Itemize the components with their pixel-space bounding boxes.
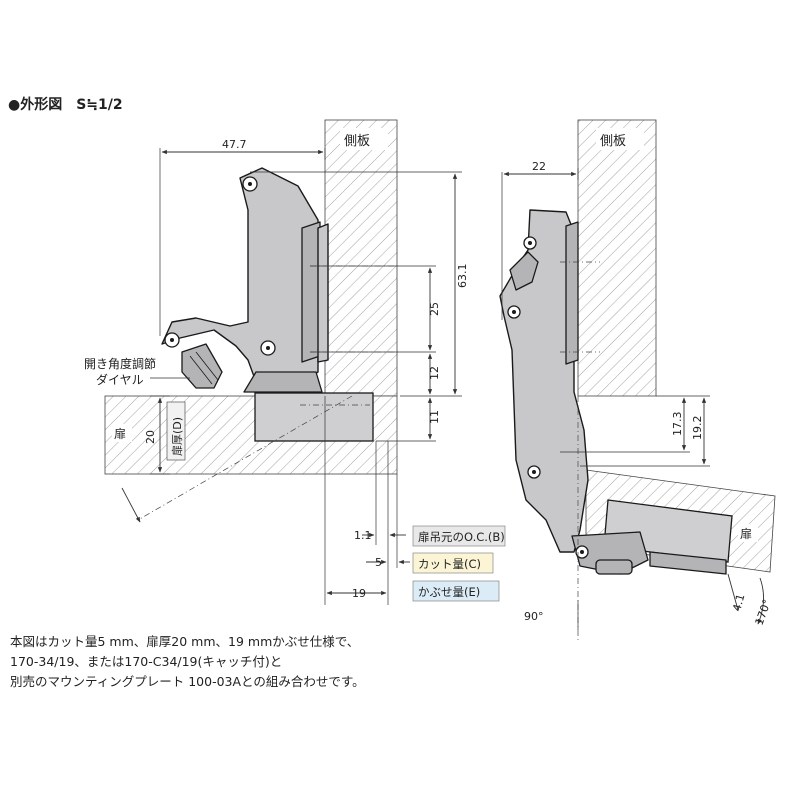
swing-arrow <box>121 487 141 523</box>
legend-item-cut: カット量(C) <box>412 552 494 574</box>
drawing-heading: ●外形図 S≒1/2 <box>8 96 123 113</box>
legend-cut-box <box>412 552 494 574</box>
dim-1-1: 1.1 <box>354 529 372 542</box>
dim-17-3: 17.3 <box>671 412 684 437</box>
dim-47-7: 47.7 <box>222 138 247 151</box>
note-line-2: 170-34/19、または170-C34/19(キャッチ付)と <box>10 654 283 669</box>
hinge-link-right <box>509 251 539 291</box>
angle-90: 90° <box>524 610 544 623</box>
drawing-note: 本図はカット量5 mm、扉厚20 mm、19 mmかぶせ仕様で、 170-34/… <box>10 632 430 692</box>
door-right-label-bg <box>738 524 758 542</box>
dim-19: 19 <box>352 587 366 600</box>
legend-overlay-text: かぶせ量(E) <box>418 585 480 599</box>
dim-4-1: 4.1 <box>730 593 747 613</box>
side-panel-right-label-bg <box>596 128 644 150</box>
door-thickness-label: 扉厚(D) <box>171 417 184 456</box>
dial-left <box>181 343 223 389</box>
hinge-arm-left <box>161 167 319 383</box>
legend-overlay-box <box>412 580 500 602</box>
door-right-label: 扉 <box>740 527 752 541</box>
door-thickness-box <box>166 401 186 461</box>
dim-11: 11 <box>428 410 441 424</box>
dim-20: 20 <box>144 430 157 444</box>
side-panel-left-label-bg <box>340 128 388 150</box>
door-left-label-bg <box>112 424 132 442</box>
side-panel-right <box>577 119 657 397</box>
dim-63-1: 63.1 <box>456 264 469 289</box>
note-line-1: 本図はカット量5 mm、扉厚20 mm、19 mmかぶせ仕様で、 <box>10 634 360 649</box>
hinge-base-left <box>243 371 323 393</box>
note-line-3: 別売のマウンティングプレート 100-03Aとの組み合わせです。 <box>10 674 365 689</box>
door-left-label: 扉 <box>114 427 126 441</box>
mount-plate-right <box>565 221 579 365</box>
angle-170: 170° <box>753 598 774 627</box>
dial-label-line2: ダイヤル <box>96 372 144 387</box>
legend-cut-text: カット量(C) <box>418 557 481 571</box>
legend-oc-text: 扉吊元のO.C.(B) <box>418 530 505 544</box>
side-panel-left <box>324 119 398 397</box>
dim-5: 5 <box>375 556 382 569</box>
hinge-foot-right <box>649 551 727 575</box>
side-panel-right-label: 側板 <box>600 134 626 149</box>
legend-item-oc: 扉吊元のO.C.(B) <box>412 525 506 547</box>
dial-label-line1: 開き角度調節 <box>84 356 156 371</box>
dim-22: 22 <box>532 160 546 173</box>
angle-arc-170 <box>757 577 764 625</box>
hinge-screw-right <box>595 559 633 575</box>
dim-line-4-1 <box>727 573 739 611</box>
dim-19-2: 19.2 <box>691 416 704 441</box>
side-panel-left-label: 側板 <box>344 134 370 149</box>
legend-item-overlay: かぶせ量(E) <box>412 580 500 602</box>
legend-oc-box <box>412 525 506 547</box>
dim-12: 12 <box>428 366 441 380</box>
dim-25: 25 <box>428 302 441 316</box>
mount-plate-edge-left <box>317 223 329 363</box>
hinge-cup-left <box>254 392 374 442</box>
swing-line <box>137 395 353 521</box>
